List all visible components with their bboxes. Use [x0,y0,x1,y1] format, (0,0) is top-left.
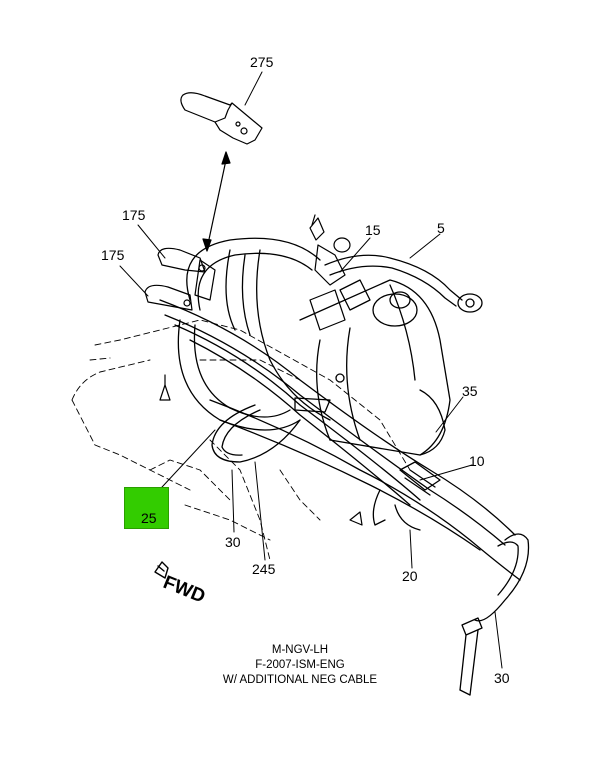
cable-sleeve [372,461,441,531]
tie-strap-30-right [459,533,530,696]
callout-25: 25 [141,510,157,526]
callout-15: 15 [365,222,381,238]
callout-245: 245 [252,561,276,577]
cable-5 [324,254,483,313]
starter-motor [299,279,451,456]
callout-5: 5 [437,220,445,236]
callout-35: 35 [462,383,478,399]
main-cable-bundle [159,299,521,581]
callout-275: 275 [250,54,274,70]
connector-15 [309,217,351,331]
bracket-275 [180,92,263,145]
fasteners [159,214,363,526]
callout-175-bottom: 175 [101,247,125,263]
clamp-175 [144,247,216,311]
caption-line-3: W/ ADDITIONAL NEG CABLE [222,674,378,686]
callout-20: 20 [402,568,418,584]
cable-loops [177,237,331,431]
callout-175-top: 175 [122,207,146,223]
callout-25-highlight[interactable]: 25 [124,487,169,529]
caption-line-1: M-NGV-LH [271,644,329,656]
callout-30-left: 30 [225,534,241,550]
callout-10: 10 [469,453,485,469]
forward-direction-arrow-icon [154,561,169,579]
leader-lines [119,71,503,669]
tie-strap-30-left [211,397,331,463]
engine-block-outline [71,319,411,561]
assembly-arrow [202,151,231,252]
callout-30-right: 30 [494,670,510,686]
caption-line-2: F-2007-ISM-ENG [255,659,345,671]
